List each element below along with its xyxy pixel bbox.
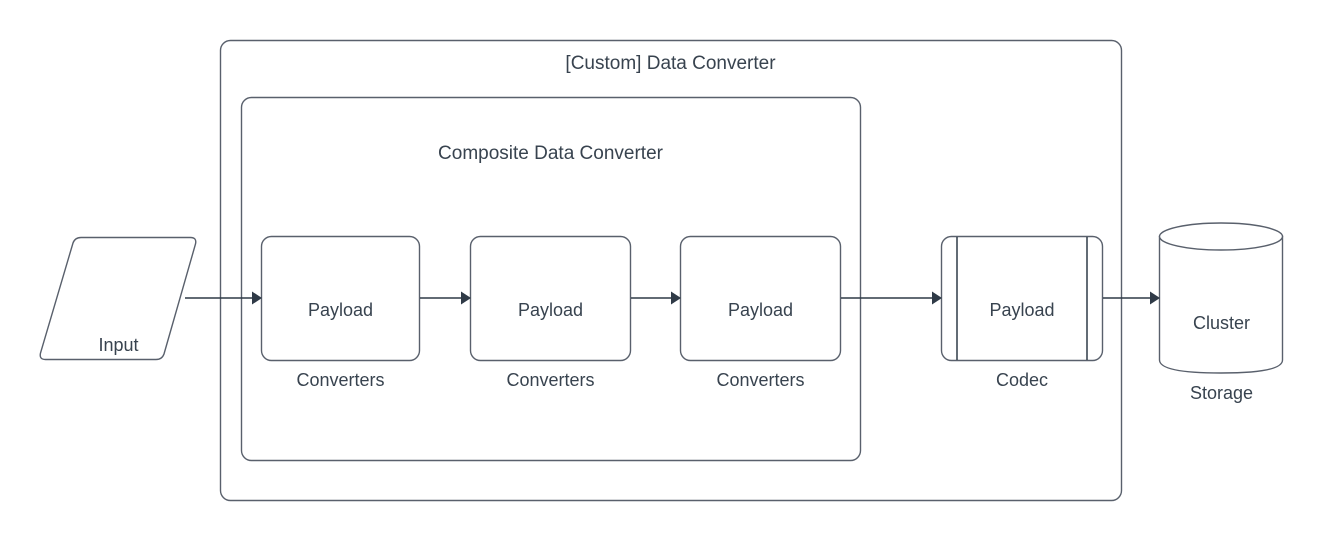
edge-payload-codec-to-cluster-storage: [1103, 291, 1160, 305]
node-payload-converters-3-shape[interactable]: [679, 235, 842, 362]
node-payload-converters-2-shape[interactable]: [469, 235, 632, 362]
node-cluster-storage-top-ellipse: [1158, 222, 1284, 251]
node-payload-codec-shape[interactable]: [940, 235, 1104, 362]
edge-payload-converters-1-to-2: [420, 291, 471, 305]
edge-payload-converters-3-to-payload-codec: [841, 291, 942, 305]
node-input-shape[interactable]: [39, 236, 197, 361]
edge-payload-converters-2-to-3: [631, 291, 681, 305]
node-payload-converters-1-shape[interactable]: [260, 235, 421, 362]
node-cluster-storage-body[interactable]: [1158, 235, 1284, 374]
edge-input-to-payload-converters-1: [185, 291, 262, 305]
